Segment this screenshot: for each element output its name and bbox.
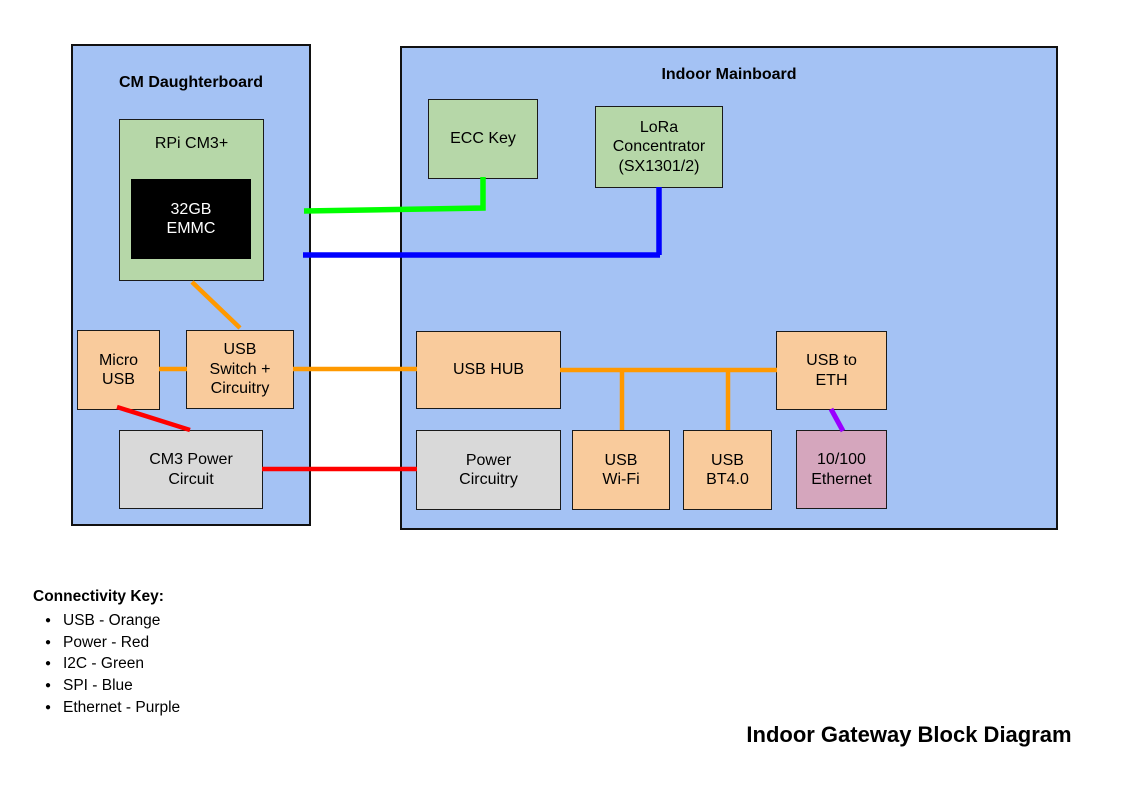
block-usb-hub: USB HUB bbox=[416, 331, 561, 409]
block-label-usb-to-eth: USB to ETH bbox=[806, 352, 857, 389]
bullet-icon: ● bbox=[45, 658, 52, 670]
block-usb-switch-circuitry: USB Switch + Circuitry bbox=[186, 330, 294, 409]
bullet-icon: ● bbox=[45, 636, 52, 648]
block-cm3-power-circuit: CM3 Power Circuit bbox=[119, 430, 263, 509]
block-usb-bt: USB BT4.0 bbox=[683, 430, 772, 510]
block-usb-wifi: USB Wi-Fi bbox=[572, 430, 670, 510]
block-label-usb-bt: USB BT4.0 bbox=[706, 451, 749, 489]
panel-title-indoor-mainboard: Indoor Mainboard bbox=[661, 66, 797, 83]
bullet-icon: ● bbox=[45, 701, 52, 713]
legend-item-label: Power - Red bbox=[63, 633, 150, 651]
block-label-32gb-emmc: 32GB EMMC bbox=[166, 200, 216, 238]
legend-item-ethernet: ● Ethernet - Purple bbox=[33, 697, 180, 719]
block-10-100-ethernet: 10/100 Ethernet bbox=[796, 430, 887, 509]
block-label-ecc-key: ECC Key bbox=[450, 130, 516, 148]
block-power-circuitry: Power Circuitry bbox=[416, 430, 561, 510]
diagram-title: Indoor Gateway Block Diagram bbox=[746, 722, 1072, 747]
legend-item-label: USB - Orange bbox=[63, 611, 161, 629]
legend-item-power: ● Power - Red bbox=[33, 632, 180, 654]
block-label-micro-usb: Micro USB bbox=[98, 351, 139, 389]
block-label-usb-wifi: USB Wi-Fi bbox=[602, 451, 640, 489]
connectivity-key-legend: Connectivity Key: ● USB - Orange ● Power… bbox=[33, 586, 180, 718]
block-label-power-circuitry: Power Circuitry bbox=[459, 451, 518, 489]
legend-item-i2c: ● I2C - Green bbox=[33, 653, 180, 675]
legend-item-spi: ● SPI - Blue bbox=[33, 675, 180, 697]
block-label-rpi-cm3: RPi CM3+ bbox=[154, 135, 229, 152]
legend-item-label: SPI - Blue bbox=[63, 676, 133, 694]
block-ecc-key: ECC Key bbox=[428, 99, 538, 179]
block-label-usb-hub: USB HUB bbox=[452, 361, 525, 379]
block-usb-to-eth: USB to ETH bbox=[776, 331, 887, 410]
legend-list: ● USB - Orange ● Power - Red ● I2C - Gre… bbox=[33, 610, 180, 718]
block-micro-usb: Micro USB bbox=[77, 330, 160, 410]
bullet-icon: ● bbox=[45, 614, 52, 626]
block-lora-concentrator: LoRa Concentrator (SX1301/2) bbox=[595, 106, 723, 188]
legend-item-label: I2C - Green bbox=[63, 655, 144, 673]
panel-title-cm-daughterboard: CM Daughterboard bbox=[119, 74, 263, 91]
legend-title: Connectivity Key: bbox=[33, 588, 164, 605]
block-label-10-100-ethernet: 10/100 Ethernet bbox=[811, 451, 872, 488]
legend-item-label: Ethernet - Purple bbox=[63, 698, 181, 716]
bullet-icon: ● bbox=[45, 679, 52, 691]
legend-item-usb: ● USB - Orange bbox=[33, 610, 180, 632]
block-label-usb-switch-circuitry: USB Switch + Circuitry bbox=[209, 341, 271, 398]
block-32gb-emmc: 32GB EMMC bbox=[131, 179, 251, 259]
block-label-lora-concentrator: LoRa Concentrator (SX1301/2) bbox=[612, 118, 706, 175]
block-label-cm3-power-circuit: CM3 Power Circuit bbox=[149, 451, 233, 488]
